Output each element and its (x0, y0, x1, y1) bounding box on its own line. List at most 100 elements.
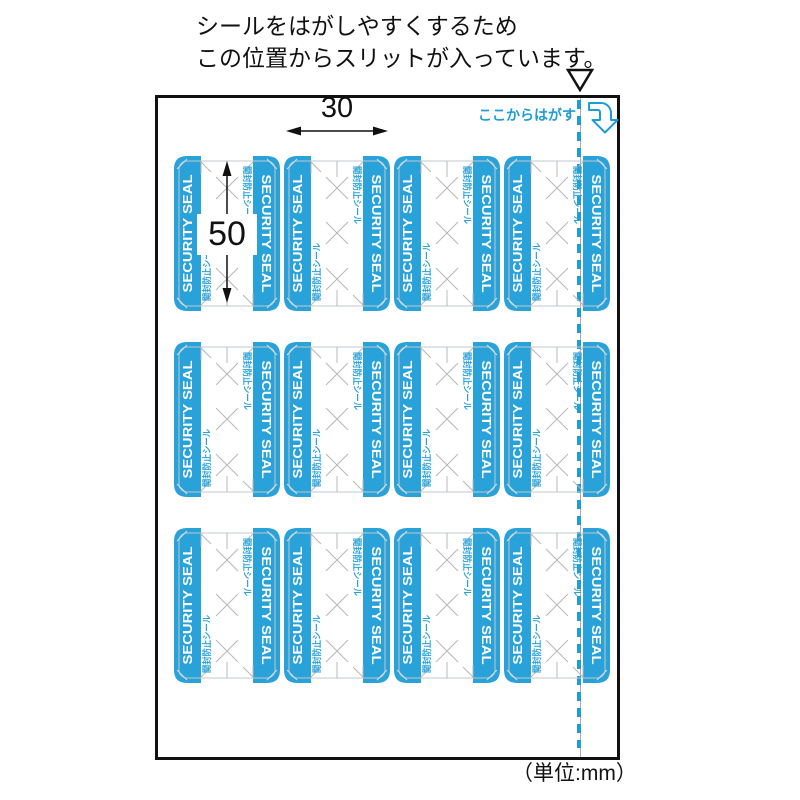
security-seal-text-right: SECURITY SEAL (479, 547, 494, 665)
seal-left-bar (284, 156, 311, 311)
slit-dashed-line (577, 100, 581, 748)
seal-left-bar (284, 342, 311, 497)
tamper-proof-text-left: 開封防止シール (531, 243, 542, 301)
seal-corner-marks (176, 158, 278, 309)
seal-right-bar (253, 528, 280, 683)
seal-cut-marks (530, 533, 584, 678)
security-seal-text-right: SECURITY SEAL (369, 547, 384, 665)
tamper-proof-text-left: 開封防止シール (201, 615, 212, 673)
unit-note: （単位:mm） (512, 762, 637, 785)
label-sheet: ここからはがす 30 50 SECURITY SEAL SECURITY SEA… (155, 92, 620, 760)
seal-cut-marks (200, 533, 254, 678)
slit-note-line1: シールをはがしやすくするため (196, 13, 518, 39)
seal-right-bar (473, 528, 500, 683)
tamper-proof-text-right: 開封防止シール (352, 166, 363, 224)
seal-right-bar (473, 342, 500, 497)
seal-corner-marks (506, 158, 608, 309)
slit-note-line2: この位置からスリットが入っています。 (196, 45, 607, 71)
seal-right-bar (473, 156, 500, 311)
security-seal-label: SECURITY SEAL SECURITY SEAL 開封防止シール 開封防止… (394, 342, 500, 497)
tamper-proof-text-right: 開封防止シール (572, 352, 583, 410)
seal-cut-marks (310, 533, 364, 678)
security-seal-text-left: SECURITY SEAL (180, 546, 195, 664)
height-dimension-label: 50 (197, 214, 257, 255)
tamper-proof-text-right: 開封防止シール (242, 538, 253, 596)
tamper-proof-text-left: 開封防止シール (201, 243, 212, 301)
seal-cut-marks (420, 161, 474, 306)
seal-right-bar (363, 528, 390, 683)
tamper-proof-text-right: 開封防止シール (242, 166, 253, 224)
seal-cut-marks (420, 533, 474, 678)
seal-corner-marks (506, 530, 608, 681)
security-seal-label: SECURITY SEAL SECURITY SEAL 開封防止シール 開封防止… (284, 156, 390, 311)
seal-cut-marks (310, 161, 364, 306)
tamper-proof-text-left: 開封防止シール (311, 615, 322, 673)
security-seal-text-left: SECURITY SEAL (510, 546, 525, 664)
width-arrow-icon (286, 126, 388, 136)
seal-right-bar (583, 156, 610, 311)
security-seal-label: SECURITY SEAL SECURITY SEAL 開封防止シール 開封防止… (394, 528, 500, 683)
security-seal-text-right: SECURITY SEAL (369, 175, 384, 293)
seal-left-bar (504, 528, 531, 683)
slit-marker-icon (566, 68, 594, 92)
security-seal-text-left: SECURITY SEAL (510, 360, 525, 478)
peel-hint-label: ここからはがす (478, 107, 576, 123)
tamper-proof-text-right: 開封防止シール (462, 166, 473, 224)
security-seal-text-left: SECURITY SEAL (290, 360, 305, 478)
security-seal-label: SECURITY SEAL SECURITY SEAL 開封防止シール 開封防止… (174, 342, 280, 497)
tamper-proof-text-right: 開封防止シール (572, 166, 583, 224)
width-dimension-label: 30 (320, 92, 354, 124)
seal-corner-marks (396, 158, 498, 309)
security-seal-text-right: SECURITY SEAL (259, 547, 274, 665)
security-seal-text-left: SECURITY SEAL (400, 360, 415, 478)
tamper-proof-text-right: 開封防止シール (242, 352, 253, 410)
seal-right-bar (583, 528, 610, 683)
seal-right-bar (363, 156, 390, 311)
seal-corner-marks (286, 344, 388, 495)
seal-corner-marks (506, 344, 608, 495)
seal-left-bar (394, 528, 421, 683)
security-seal-text-left: SECURITY SEAL (400, 174, 415, 292)
security-seal-text-right: SECURITY SEAL (479, 361, 494, 479)
security-seal-text-left: SECURITY SEAL (510, 174, 525, 292)
security-seal-text-left: SECURITY SEAL (180, 174, 195, 292)
seal-corner-marks (286, 158, 388, 309)
security-seal-text-right: SECURITY SEAL (259, 175, 274, 293)
seal-corner-marks (176, 344, 278, 495)
tamper-proof-text-left: 開封防止シール (311, 243, 322, 301)
security-seal-text-right: SECURITY SEAL (589, 175, 604, 293)
seal-right-bar (363, 342, 390, 497)
seal-cut-marks (310, 347, 364, 492)
tamper-proof-text-left: 開封防止シール (531, 615, 542, 673)
seal-left-bar (504, 342, 531, 497)
seal-corner-marks (396, 344, 498, 495)
seal-right-bar (253, 156, 280, 311)
slit-note: シールをはがしやすくするため この位置からスリットが入っています。 (196, 10, 607, 74)
tamper-proof-text-left: 開封防止シール (421, 429, 432, 487)
security-seal-text-right: SECURITY SEAL (479, 175, 494, 293)
tamper-proof-text-right: 開封防止シール (572, 538, 583, 596)
tamper-proof-text-left: 開封防止シール (201, 429, 212, 487)
seal-corner-marks (286, 530, 388, 681)
security-seal-text-left: SECURITY SEAL (290, 174, 305, 292)
seal-left-bar (174, 528, 201, 683)
security-seal-label: SECURITY SEAL SECURITY SEAL 開封防止シール 開封防止… (504, 156, 610, 311)
security-seal-label: SECURITY SEAL SECURITY SEAL 開封防止シール 開封防止… (504, 528, 610, 683)
tamper-proof-text-left: 開封防止シール (421, 615, 432, 673)
seal-cut-marks (530, 347, 584, 492)
tamper-proof-text-right: 開封防止シール (352, 352, 363, 410)
seal-left-bar (394, 342, 421, 497)
seal-left-bar (504, 156, 531, 311)
seal-left-bar (394, 156, 421, 311)
seal-right-bar (253, 342, 280, 497)
security-seal-text-left: SECURITY SEAL (400, 546, 415, 664)
security-seal-text-right: SECURITY SEAL (589, 547, 604, 665)
tamper-proof-text-left: 開封防止シール (421, 243, 432, 301)
security-seal-label: SECURITY SEAL SECURITY SEAL 開封防止シール 開封防止… (504, 342, 610, 497)
tamper-proof-text-right: 開封防止シール (462, 352, 473, 410)
seal-corner-marks (176, 530, 278, 681)
security-seal-label: SECURITY SEAL SECURITY SEAL 開封防止シール 開封防止… (284, 528, 390, 683)
security-seal-text-right: SECURITY SEAL (589, 361, 604, 479)
security-seal-label: SECURITY SEAL SECURITY SEAL 開封防止シール 開封防止… (284, 342, 390, 497)
peel-direction-arrow-icon (588, 102, 619, 134)
